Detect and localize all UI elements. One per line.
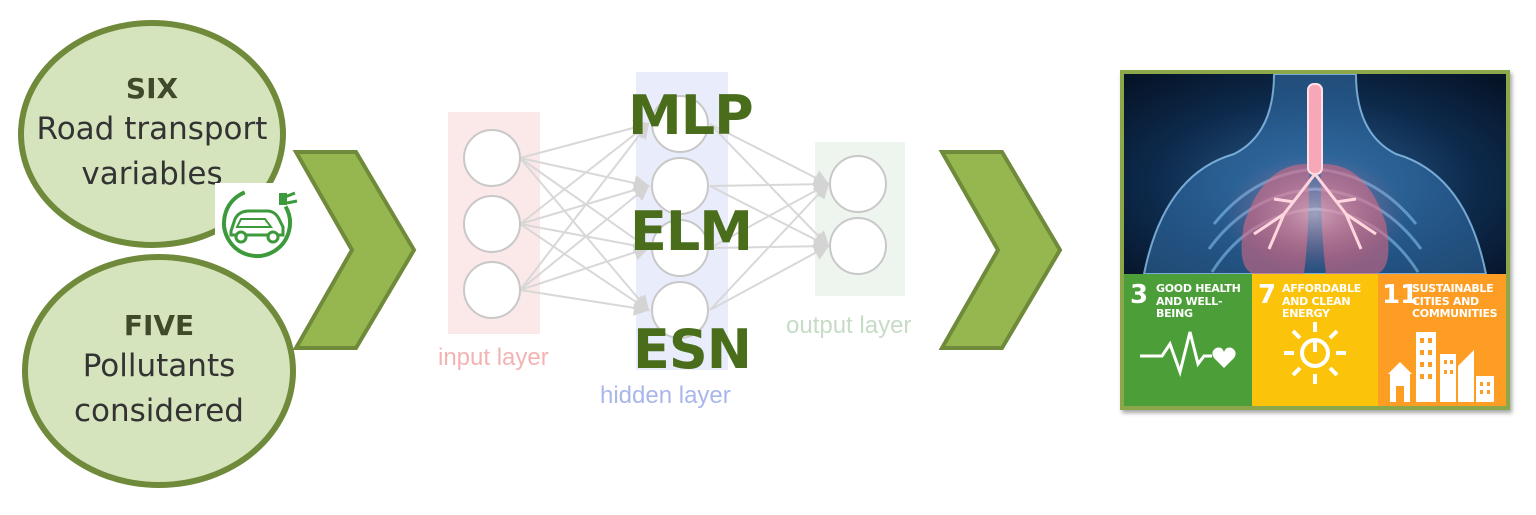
sdg-tile-11: 11 SUSTAINABLE CITIES AND COMMUNITIES (1378, 274, 1506, 406)
city-buildings-icon (1388, 332, 1494, 402)
input-node (463, 129, 521, 187)
pollutants-circle: FIVE Pollutants considered (22, 254, 296, 488)
lungs-illustration (1124, 74, 1506, 274)
sdg-number: 11 (1382, 280, 1419, 310)
input-node (463, 195, 521, 253)
road-transport-count: SIX (125, 71, 179, 105)
model-label-esn: ESN (633, 318, 752, 381)
road-transport-label-line2: variables (81, 156, 223, 193)
output-node (829, 217, 887, 275)
pollutants-count: FIVE (123, 308, 195, 342)
input-node (463, 261, 521, 319)
pollutants-label-line1: Pollutants (82, 348, 236, 385)
heartbeat-icon (1140, 331, 1236, 378)
hidden-node (651, 281, 709, 339)
hidden-node (651, 95, 709, 153)
chevron-arrow-icon (292, 150, 417, 350)
model-label-elm: ELM (630, 200, 753, 263)
hidden-layer-label: hidden layer (600, 382, 731, 409)
sdg-title: GOOD HEALTH AND WELL-BEING (1156, 282, 1241, 321)
chevron-arrow-icon (938, 150, 1063, 350)
model-label-mlp: MLP (628, 84, 754, 147)
output-node (829, 155, 887, 213)
sdg-tile-7: 7 AFFORDABLE AND CLEAN ENERGY (1252, 274, 1378, 406)
health-sdg-panel: 3 GOOD HEALTH AND WELL-BEING 7 AFFORDABL… (1120, 70, 1510, 410)
electric-car-icon (215, 183, 305, 259)
sdg-tile-3: 3 GOOD HEALTH AND WELL-BEING (1124, 274, 1252, 406)
hidden-node (651, 219, 709, 277)
hidden-node (651, 157, 709, 215)
sdg-title: SUSTAINABLE CITIES AND COMMUNITIES (1412, 282, 1498, 321)
output-layer-label: output layer (786, 312, 912, 339)
neural-network-diagram (448, 72, 905, 370)
sdg-title: AFFORDABLE AND CLEAN ENERGY (1282, 282, 1361, 321)
road-transport-circle: SIX Road transport variables (18, 20, 286, 248)
sdg-number: 7 (1258, 280, 1277, 310)
road-transport-label-line1: Road transport (36, 111, 268, 148)
input-layer-label: input layer (438, 344, 549, 371)
sun-power-icon (1284, 322, 1346, 384)
pollutants-label-line2: considered (74, 393, 244, 430)
sdg-number: 3 (1130, 280, 1149, 310)
